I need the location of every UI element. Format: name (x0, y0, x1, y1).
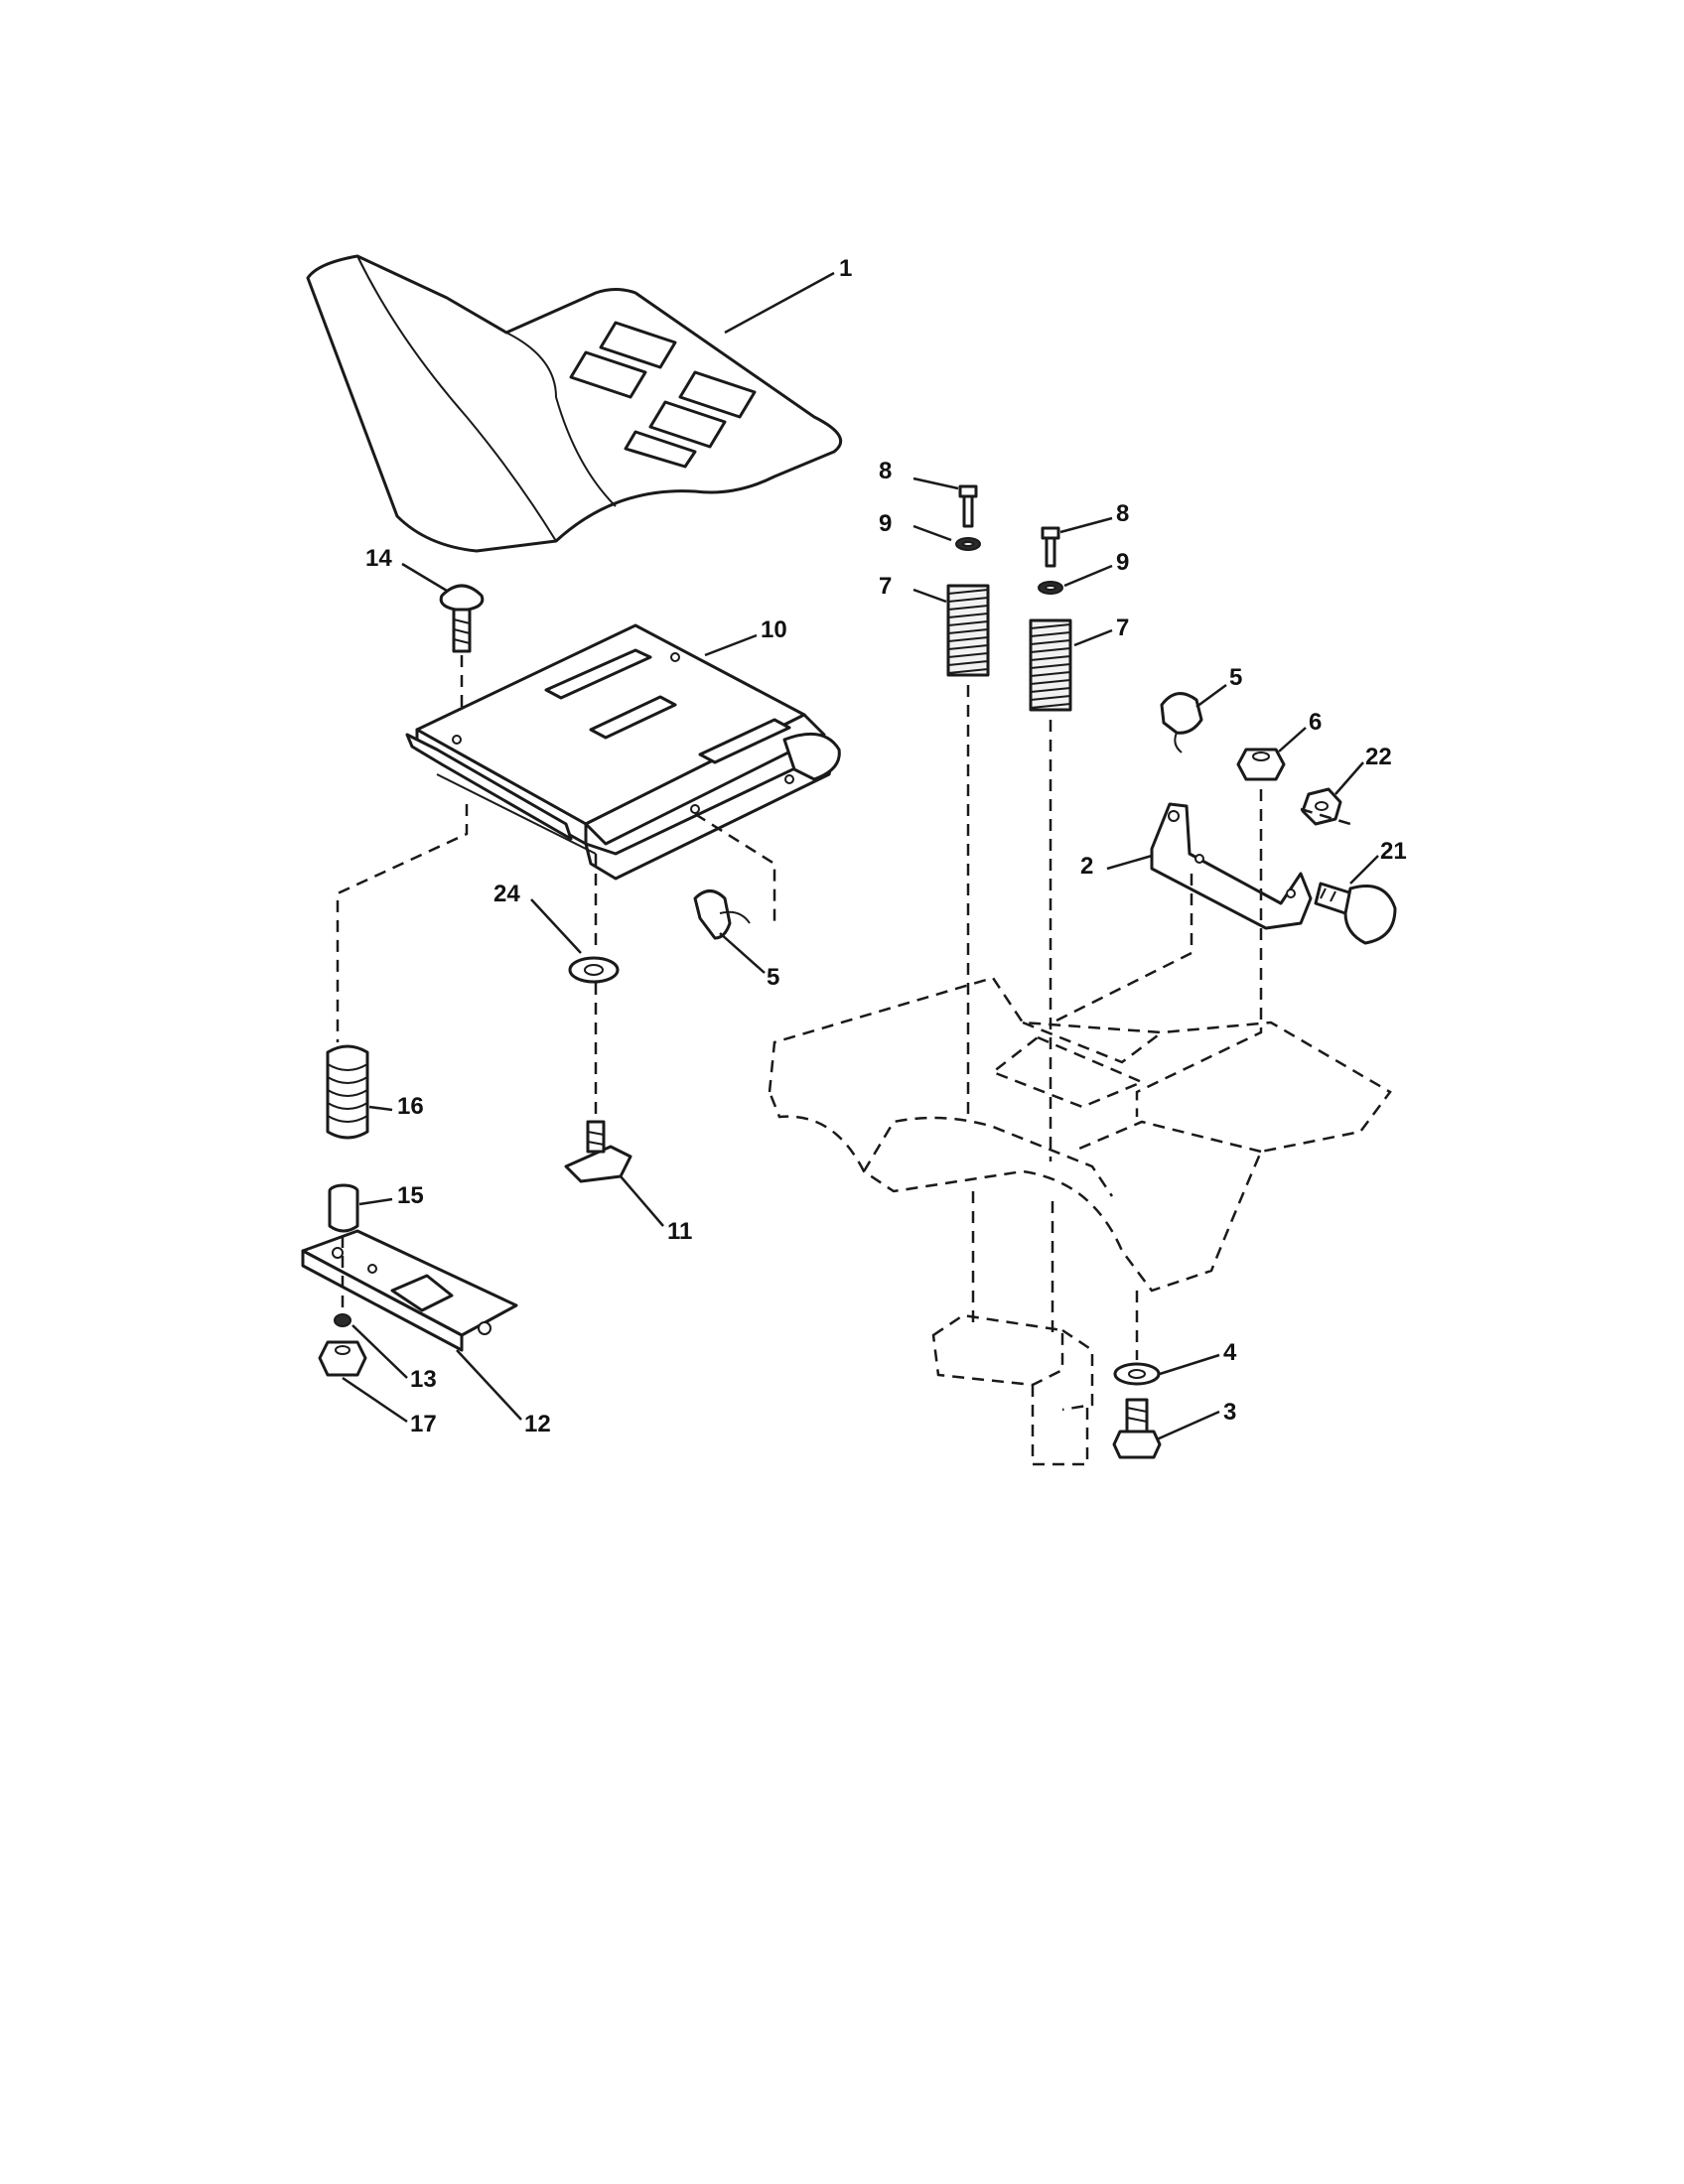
washer-9-right (1038, 581, 1063, 595)
bolt-3 (1112, 1398, 1162, 1459)
callout-24: 24 (493, 881, 520, 907)
callout-14: 14 (365, 545, 392, 572)
spacer-15 (328, 1183, 359, 1233)
nut-17 (318, 1340, 367, 1377)
assembly-lines (336, 655, 1351, 1360)
callout-12: 12 (524, 1411, 551, 1437)
callout-7-left: 7 (879, 573, 892, 600)
washer-24 (568, 956, 620, 984)
callout-labels: 1 8 9 8 9 7 7 14 10 5 6 22 2 21 24 5 16 … (365, 255, 1407, 1437)
spring-7-right (1029, 618, 1072, 712)
callout-11: 11 (667, 1218, 692, 1245)
spring-7-left (946, 584, 990, 677)
callout-8-right: 8 (1116, 500, 1129, 527)
callout-1: 1 (839, 255, 852, 282)
callout-16: 16 (397, 1093, 424, 1120)
callout-5-left: 5 (767, 964, 779, 991)
adjustment-plate (301, 1229, 518, 1352)
bolt-8-right (1041, 526, 1060, 568)
callout-17: 17 (410, 1411, 437, 1437)
washer-4 (1113, 1362, 1161, 1386)
callout-15: 15 (397, 1182, 424, 1209)
callout-5-right: 5 (1229, 664, 1242, 691)
seat (306, 254, 843, 553)
leader-lines (342, 271, 1379, 1441)
fender-outline (768, 976, 1392, 1293)
callout-22: 22 (1365, 744, 1392, 770)
seat-pan (405, 623, 841, 881)
spring-16 (326, 1044, 369, 1140)
flange-nut-22 (1301, 787, 1342, 826)
bolt-8-left (958, 484, 978, 528)
nut-13 (334, 1313, 351, 1327)
callout-9-left: 9 (879, 510, 892, 537)
shoulder-bolt-21 (1314, 882, 1397, 945)
carriage-bolt (439, 584, 485, 653)
callout-7-right: 7 (1116, 614, 1129, 641)
bracket-2 (1150, 802, 1313, 930)
callout-6: 6 (1309, 709, 1322, 736)
knob-clip-right (1160, 692, 1203, 753)
callout-9-right: 9 (1116, 549, 1129, 576)
knob-clip-left (693, 889, 751, 940)
washer-9-left (955, 537, 981, 551)
callout-13: 13 (410, 1366, 437, 1393)
callout-4: 4 (1223, 1339, 1237, 1366)
callout-2: 2 (1080, 853, 1093, 880)
callout-21: 21 (1380, 838, 1407, 865)
callout-10: 10 (761, 616, 787, 643)
wing-knob (564, 1120, 632, 1183)
callout-3: 3 (1223, 1399, 1236, 1426)
hex-nut-6 (1236, 748, 1286, 781)
callout-8-left: 8 (879, 458, 892, 484)
frame-bracket-outline (931, 1313, 1094, 1466)
